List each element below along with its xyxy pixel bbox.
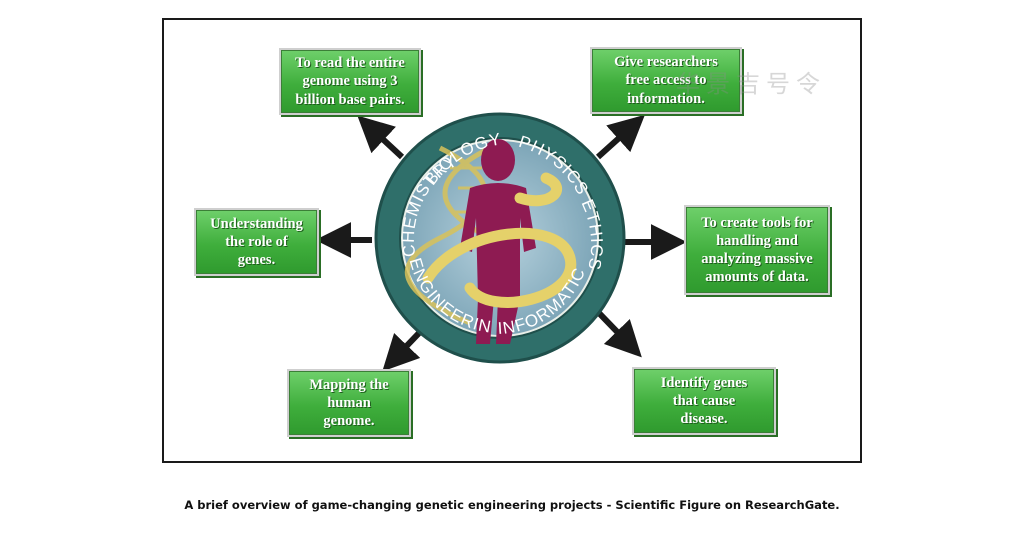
goal-box-disease-genes: Identify genes that cause disease. xyxy=(632,367,776,435)
goal-text-read-genome: To read the entire genome using 3 billio… xyxy=(295,55,405,108)
goal-text-free-access: Give researchers free access to informat… xyxy=(614,54,718,107)
watermark: 华景吉号令 xyxy=(676,70,826,98)
goal-text-role-of-genes: Understanding the role of genes. xyxy=(210,215,303,269)
goal-text-mapping: Mapping the human genome. xyxy=(309,376,389,430)
figure-caption: A brief overview of game-changing geneti… xyxy=(184,498,840,512)
goal-text-tools: To create tools for handling and analyzi… xyxy=(701,214,813,286)
goal-box-tools: To create tools for handling and analyzi… xyxy=(684,205,830,295)
goal-box-read-genome: To read the entire genome using 3 billio… xyxy=(279,48,421,115)
goal-box-free-access: Give researchers free access to informat… xyxy=(590,47,742,114)
goal-text-disease-genes: Identify genes that cause disease. xyxy=(660,374,748,428)
ribbon-icon xyxy=(422,172,577,308)
human-genome-project-emblem: CHEMISTRY BIOLOGY PHYSICS ETHICS ENGINEE… xyxy=(370,108,626,364)
goal-box-mapping: Mapping the human genome. xyxy=(287,369,411,437)
goal-box-role-of-genes: Understanding the role of genes. xyxy=(194,208,319,276)
